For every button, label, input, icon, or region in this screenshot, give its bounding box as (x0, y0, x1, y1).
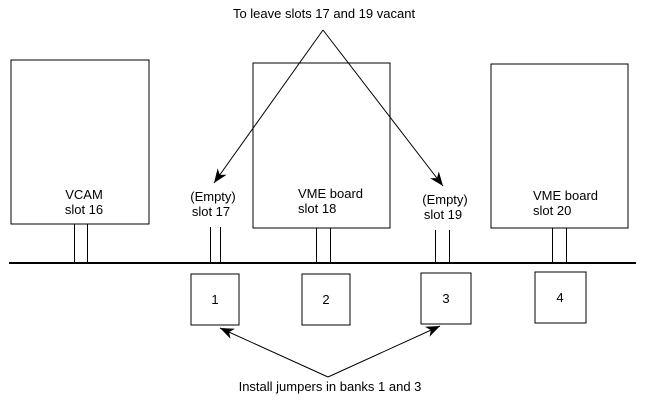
bank3-box (420, 272, 472, 325)
arrow-to-slot17-icon (213, 29, 324, 184)
bank2-label: 2 (322, 292, 329, 307)
slot20-name-label: VME board (533, 188, 598, 203)
slot16-number-label: slot 16 (65, 202, 103, 217)
slot16-connector-pins (73, 224, 89, 263)
bank4-label: 4 (556, 290, 563, 305)
slot19-number-label: slot 19 (424, 207, 462, 222)
slot19-name-label: (Empty) (422, 192, 468, 207)
arrow-to-slot19-icon (322, 29, 444, 187)
slot18-vme-board-box (252, 62, 391, 229)
bank4-box (534, 271, 587, 324)
bottom-annotation: Install jumpers in banks 1 and 3 (239, 379, 422, 394)
slot20-connector-pins (551, 228, 568, 263)
slot17-connector-pins (209, 227, 222, 263)
slot17-number-label: slot 17 (192, 204, 230, 219)
arrow-to-bank3-icon (327, 325, 441, 378)
bank3-label: 3 (442, 291, 449, 306)
slot18-number-label: slot 18 (298, 201, 336, 216)
arrow-to-bank1-icon (219, 327, 329, 378)
top-annotation: To leave slots 17 and 19 vacant (233, 6, 416, 21)
slot20-number-label: slot 20 (533, 203, 571, 218)
slot16-name-label: VCAM (65, 187, 103, 202)
slot16-vcam-box (10, 59, 150, 225)
slot18-connector-pins (315, 228, 332, 263)
bank2-box (301, 273, 351, 326)
bank1-label: 1 (211, 292, 218, 307)
bank1-box (190, 273, 240, 326)
slot20-vme-board-box (490, 63, 629, 229)
slot17-name-label: (Empty) (190, 189, 236, 204)
slot18-name-label: VME board (298, 186, 363, 201)
slot19-connector-pins (434, 230, 451, 263)
